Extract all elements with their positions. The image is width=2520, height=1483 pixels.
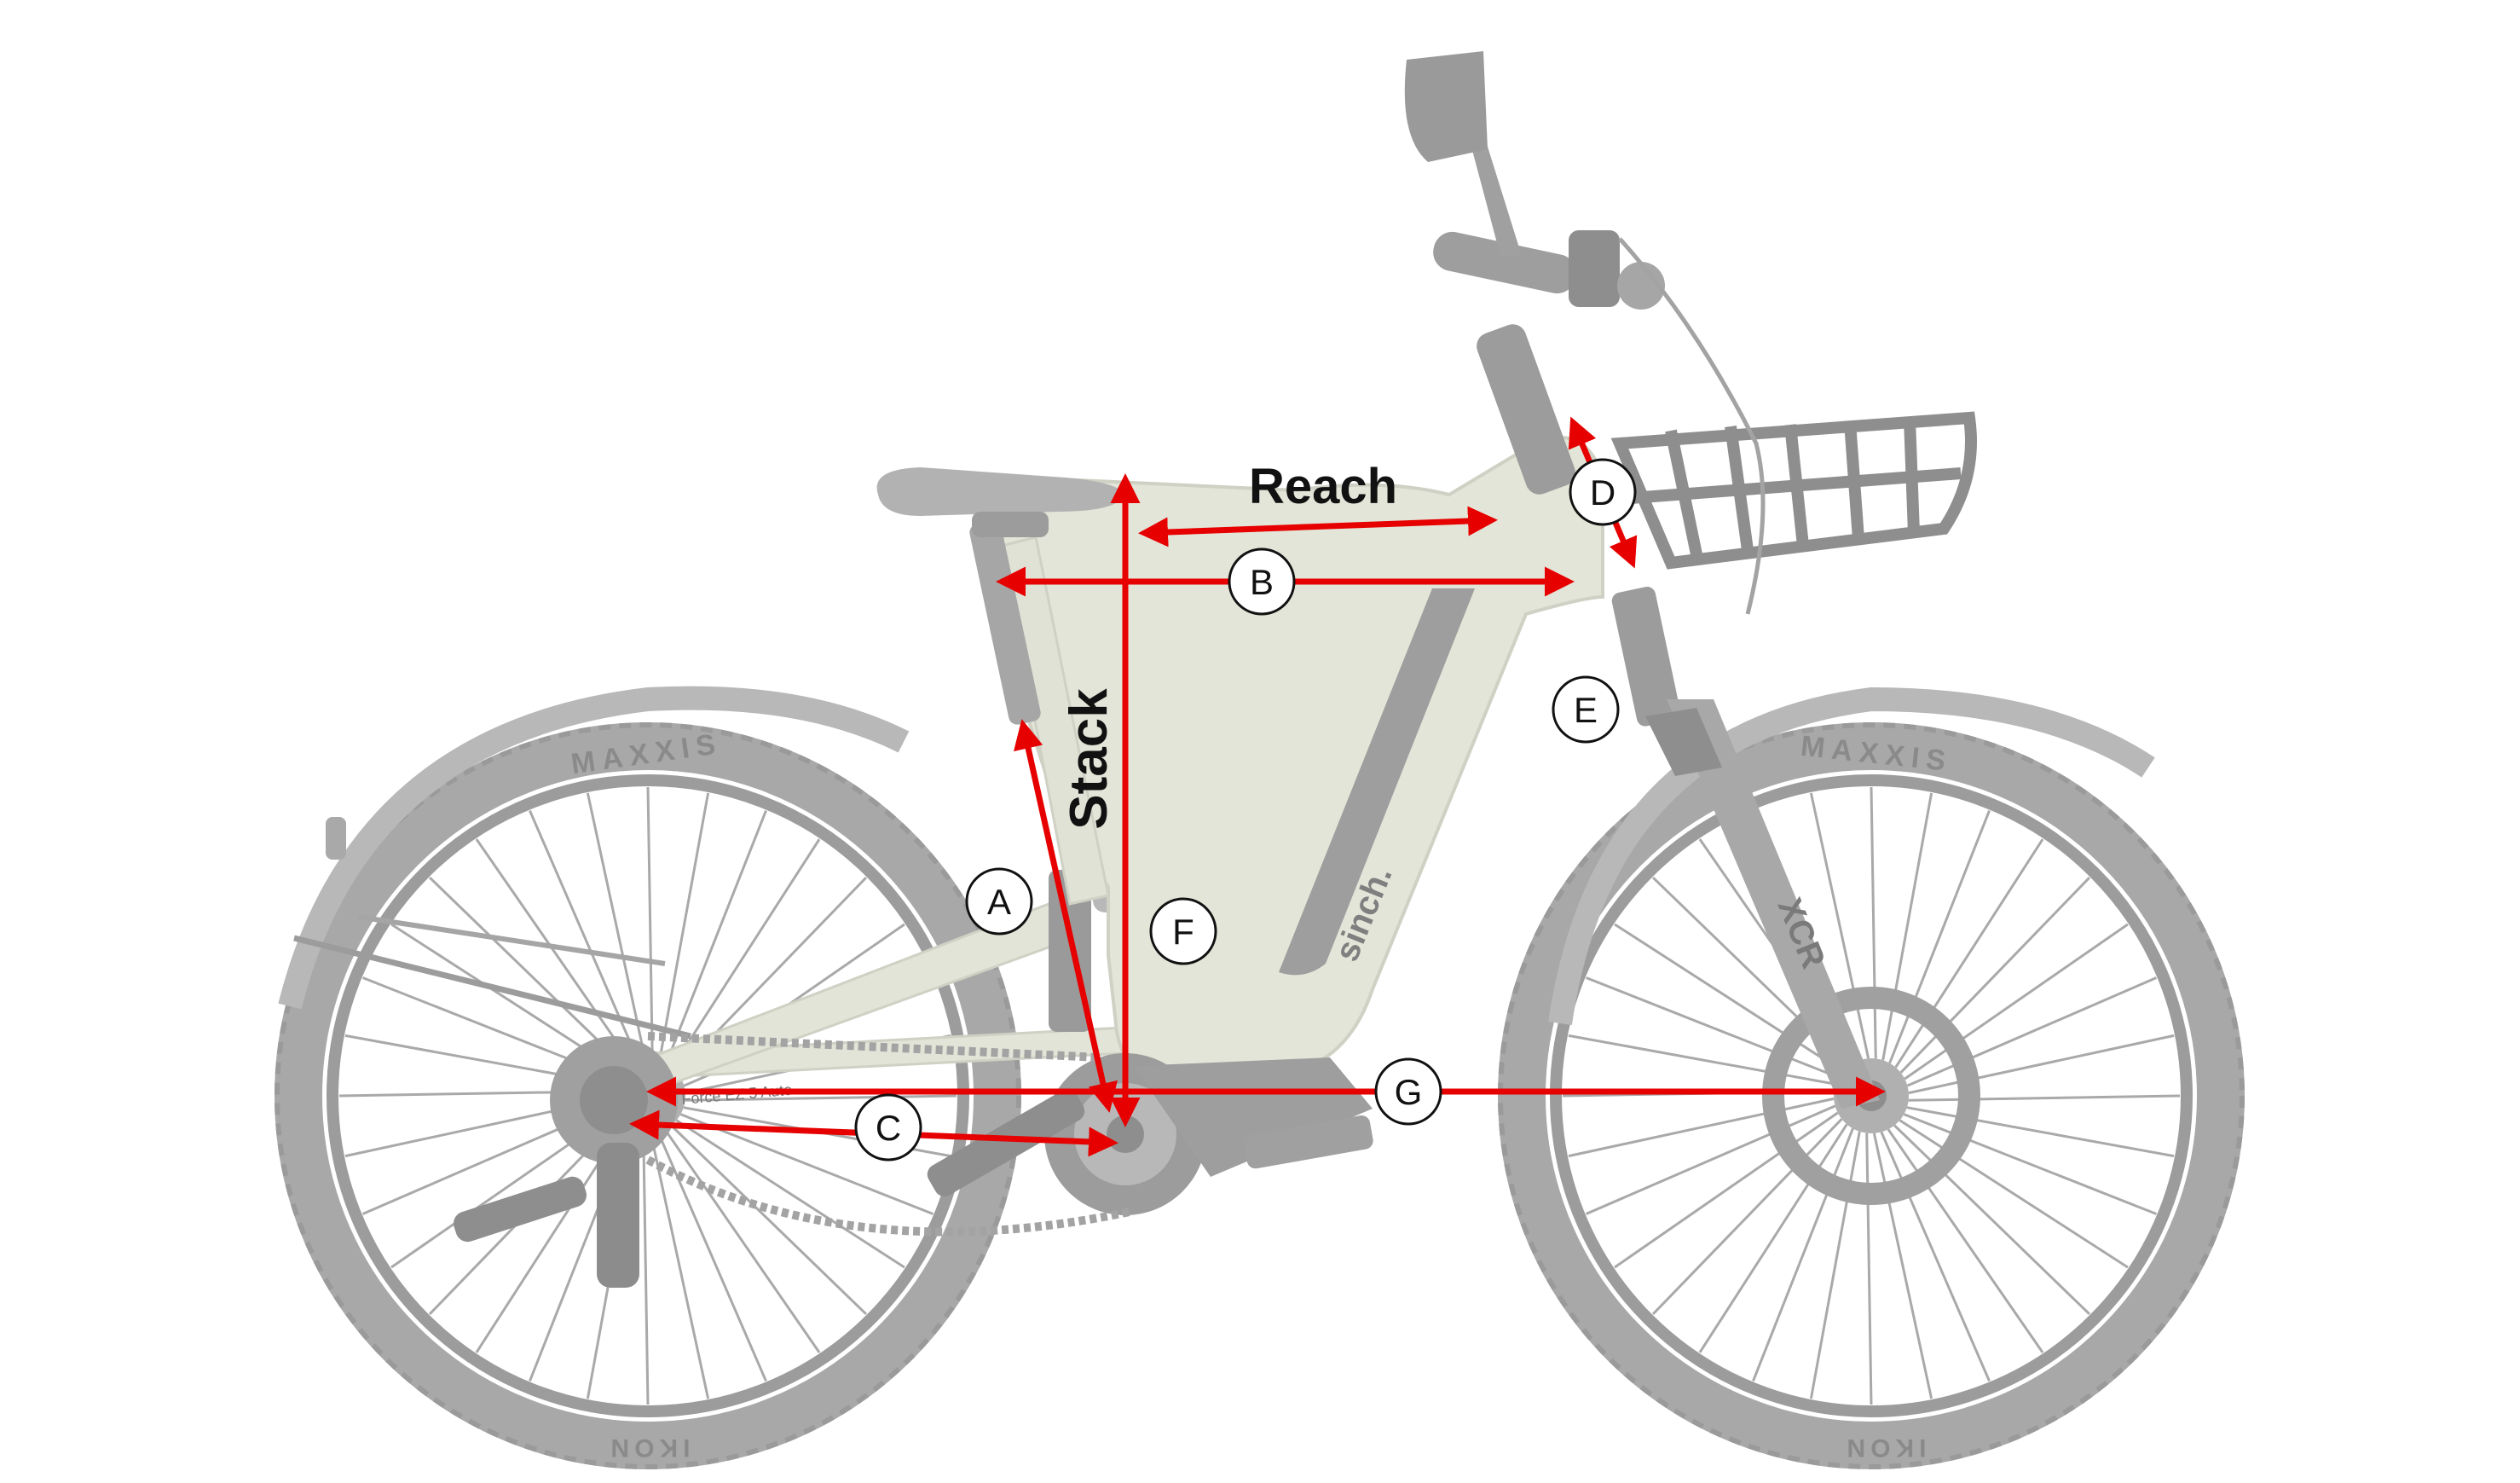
wheel-spoke [642, 1133, 650, 1405]
wheel-spoke [1906, 976, 2158, 1087]
wheel-spoke [1698, 1123, 1848, 1353]
front-fork: XCR [1611, 586, 1880, 1109]
rear-derailleur [597, 1143, 639, 1288]
wheel-spoke [663, 1128, 821, 1353]
a-arrow [1014, 719, 1118, 1113]
display-unit [1569, 230, 1620, 307]
front-fender [1548, 686, 2155, 1026]
battery-cover [1279, 588, 1475, 976]
wheel-spoke [1906, 1106, 2175, 1158]
wheel-spoke [1908, 1034, 2175, 1095]
label-c-text: C [876, 1108, 901, 1148]
rear-fender [278, 686, 910, 1010]
wheel-spoke [670, 1124, 868, 1316]
stem [1477, 324, 1575, 495]
label-d: D [1569, 458, 1637, 526]
wheel-spoke [1894, 838, 2044, 1069]
wheel-spoke [1870, 786, 1877, 1059]
headlight-icon [1617, 262, 1665, 310]
front-basket [1610, 411, 1977, 570]
wheel-spoke [1651, 1118, 1843, 1316]
wheel-spoke [428, 876, 626, 1068]
label-e-text: E [1574, 690, 1598, 730]
wheel-spoke [1614, 1111, 1839, 1269]
label-a: A [965, 867, 1033, 936]
label-f: F [1149, 897, 1217, 965]
wheel-spoke [1899, 1119, 2129, 1269]
reach-arrow [1138, 506, 1498, 547]
wheel-spoke [1585, 1104, 1836, 1215]
wheel-spoke [649, 1133, 710, 1399]
wheel-spoke [1872, 1133, 1933, 1399]
wheel-spoke [1899, 876, 2091, 1074]
wheel-spoke [1893, 1124, 2091, 1316]
wheel-spoke [671, 838, 821, 1069]
wheel-spoke [656, 1131, 767, 1382]
wheel-spoke [1568, 1097, 1835, 1158]
brake-cable [1618, 237, 1766, 615]
rear-light-icon [326, 817, 346, 860]
wheel-spoke [646, 786, 654, 1059]
bike-illustration: MAXXIS IKON MAXXIS IKON [275, 51, 2245, 1469]
label-b-text: B [1250, 562, 1274, 602]
label-b: B [1228, 547, 1296, 616]
label-g-text: G [1395, 1072, 1423, 1112]
wheel-spoke [475, 838, 633, 1063]
front-tire-model: IKON [1842, 1434, 1927, 1462]
wheel-spoke [1586, 976, 1840, 1079]
wheel-spoke [1752, 1127, 1854, 1382]
wheel-spoke [1908, 1094, 2181, 1102]
wheel-spoke [1865, 1133, 1873, 1405]
wheel-spoke [1881, 792, 1933, 1061]
wheel-spoke [1880, 1131, 1991, 1382]
label-f-text: F [1172, 912, 1194, 952]
wheel-spoke [529, 809, 639, 1061]
seatpost [969, 520, 1041, 725]
label-g: G [1374, 1057, 1442, 1126]
wheel-spoke [1903, 1113, 2157, 1215]
label-e: E [1552, 675, 1620, 744]
wheel-spoke [1904, 923, 2129, 1080]
rear-tire-model: IKON [606, 1434, 691, 1462]
handlebar-grip [1433, 231, 1576, 294]
label-d-text: D [1590, 472, 1615, 513]
mirror [1404, 51, 1488, 162]
saddle [876, 467, 1125, 516]
wheel-spoke [1614, 923, 1844, 1073]
wheel-spoke [1809, 1131, 1861, 1399]
wheel-spoke [665, 810, 767, 1064]
wheel-spoke [1809, 792, 1870, 1059]
wheel-spoke [1887, 1128, 2044, 1353]
stack-label: Stack [1060, 688, 1118, 830]
pedal [1244, 1115, 1373, 1169]
chain-bottom [645, 1156, 1136, 1237]
wheel-spoke [586, 792, 647, 1059]
label-a-text: A [987, 882, 1011, 922]
wheel-spoke [1568, 1034, 1836, 1086]
wheel-spoke [1888, 810, 1991, 1064]
wheel-spoke [658, 792, 710, 1061]
label-c: C [854, 1093, 922, 1161]
mirror-stalk [1466, 119, 1522, 256]
reach-label: Reach [1249, 459, 1397, 514]
